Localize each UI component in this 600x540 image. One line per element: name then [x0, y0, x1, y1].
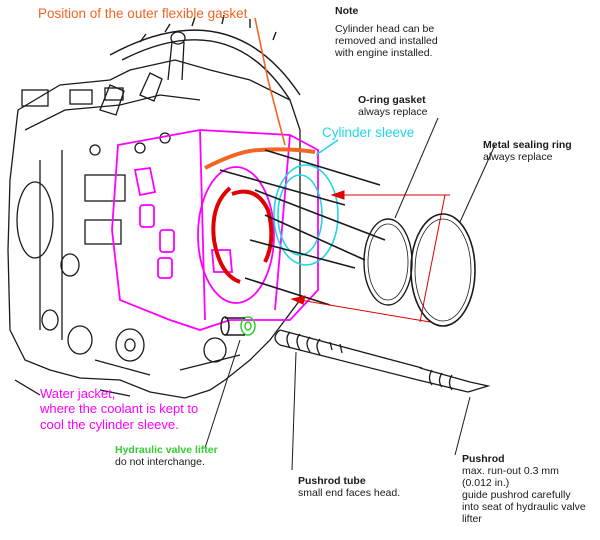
red-seal-ring [211, 186, 274, 284]
engine-block [7, 31, 301, 399]
metal-sealing-ring [410, 213, 476, 327]
o-ring-label: O-ring gasket always replace [358, 94, 427, 118]
pushrod-line-3: guide pushrod carefully [462, 489, 571, 502]
o-ring-gasket [363, 218, 413, 306]
o-ring-title: O-ring gasket [358, 94, 426, 106]
water-jacket-line-1: Water jacket, [40, 386, 116, 401]
note-title: Note [335, 5, 359, 17]
water-jacket-annotation: Water jacket, where the coolant is kept … [40, 386, 198, 432]
o-ring-leader [394, 117, 439, 219]
water-jacket-line-2: where the coolant is kept to [40, 401, 199, 417]
outer-gasket-leader [254, 17, 286, 146]
metal-sealing-ring-inner [414, 218, 472, 322]
o-ring-sub: always replace [358, 106, 428, 119]
pushrod-line-2: (0.012 in.) [462, 477, 510, 490]
pushrod-tube-leader [291, 351, 297, 471]
lifter-leader [204, 339, 241, 449]
pushrod-tube [274, 329, 423, 381]
metal-ring-leader [459, 144, 496, 223]
pushrod-tube-sub: small end faces head. [298, 487, 401, 500]
pushrod-title: Pushrod [462, 453, 505, 465]
pushrod [417, 367, 491, 393]
pushrod-line-4: into seat of hydraulic valve [462, 501, 586, 514]
pushrod-leader [454, 396, 471, 456]
metal-ring-label: Metal sealing ring always replace [483, 139, 572, 163]
flywheel [109, 14, 301, 101]
pushrod-label: Pushrod max. run-out 0.3 mm (0.012 in.) … [462, 453, 586, 525]
outer-gasket-highlight [204, 147, 316, 170]
cylinder-sleeve-annotation: Cylinder sleeve [322, 125, 415, 140]
water-jacket-line-3: cool the cylinder sleeve. [40, 416, 179, 432]
lifter-sub: do not interchange. [115, 456, 205, 469]
metal-ring-title: Metal sealing ring [483, 139, 572, 151]
cylinder-studs [219, 149, 386, 306]
metal-ring-sub: always replace [483, 151, 553, 164]
note-line-2: removed and installed [335, 35, 438, 48]
pushrod-line-5: lifter [462, 513, 482, 526]
note-line-3: with engine installed. [335, 47, 433, 60]
assembly-arrows [290, 190, 450, 323]
pushrod-tube-title: Pushrod tube [298, 475, 366, 487]
note-line-1: Cylinder head can be [335, 23, 435, 36]
o-ring-gasket-inner [367, 223, 409, 301]
hydraulic-lifter [220, 316, 256, 336]
lifter-label: Hydraulic valve lifter do not interchang… [115, 444, 218, 468]
lifter-title: Hydraulic valve lifter [115, 444, 218, 456]
pushrod-tube-label: Pushrod tube small end faces head. [298, 475, 400, 499]
note-block: Note Cylinder head can be removed and in… [335, 5, 438, 59]
pushrod-line-1: max. run-out 0.3 mm [462, 465, 559, 478]
outer-gasket-annotation: Position of the outer flexible gasket [38, 6, 248, 21]
